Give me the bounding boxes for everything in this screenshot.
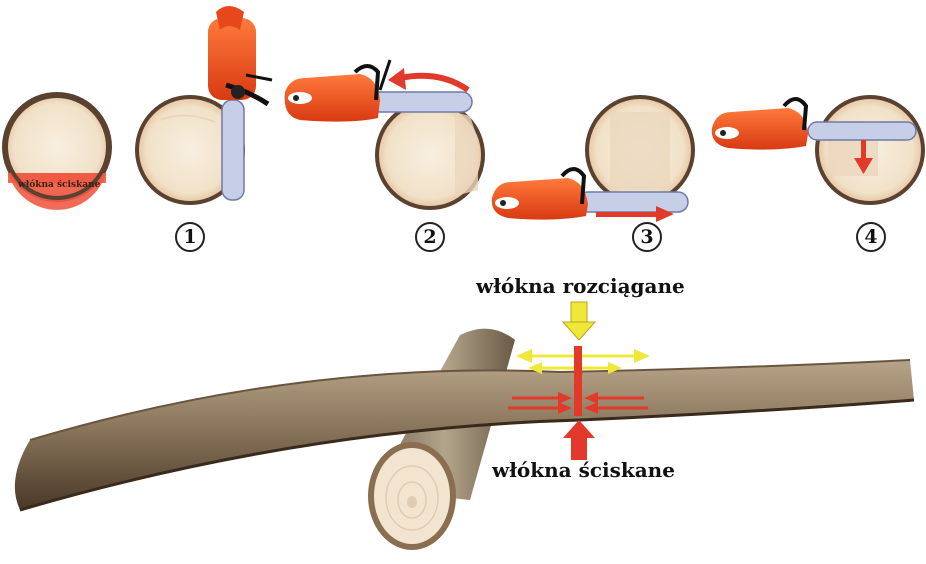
step-4-log — [815, 95, 925, 205]
right-arrow-icon — [596, 206, 674, 222]
step-2-log — [375, 100, 485, 210]
support-log — [368, 328, 515, 550]
compression-arrow-icon — [563, 420, 595, 460]
down-arrow-icon — [854, 140, 873, 174]
bending-log — [14, 359, 915, 512]
compression-horizontal-arrows — [508, 392, 648, 414]
tension-fibers-label: włókna rozciągane — [476, 274, 685, 298]
stress-line — [574, 346, 582, 416]
chainsaw-icon — [711, 97, 917, 150]
curved-arrow-icon — [388, 68, 470, 93]
step-number-2: 2 — [415, 222, 445, 252]
log-compressed-label: włókna ściskane — [18, 180, 101, 190]
compression-fibers-label: włókna ściskane — [492, 458, 675, 482]
step-number-3: 3 — [632, 222, 662, 252]
tension-arrow-icon — [561, 301, 597, 341]
step-number-1: 1 — [175, 222, 205, 252]
chainsaw-icon — [284, 59, 473, 122]
step-number-4: 4 — [856, 222, 886, 252]
chainsaw-icon — [208, 6, 273, 201]
step-1-log — [135, 95, 245, 205]
step-3-log — [585, 95, 695, 205]
log-cross-section-compressed — [2, 92, 112, 210]
